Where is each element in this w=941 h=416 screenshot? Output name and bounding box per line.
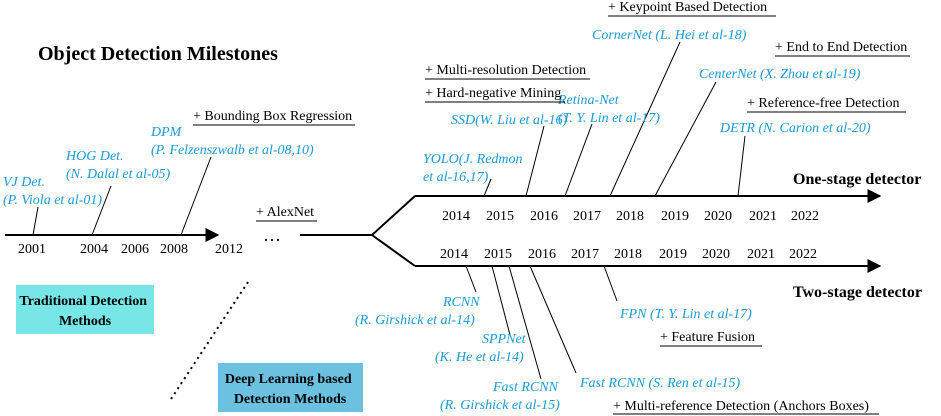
technique-keypoint: + Keypoint Based Detection: [608, 0, 767, 15]
method-vj: VJ Det. (P. Viola et al-01): [3, 175, 102, 208]
method-dpm: DPM (P. Felzenszwalb et al-08,10): [150, 125, 314, 158]
method-ssd: SSD(W. Liu et al-16): [451, 113, 567, 128]
method-cornernet: CornerNet (L. Hei et al-18): [592, 28, 747, 43]
method-centernet: CenterNet (X. Zhou et al-19): [699, 67, 861, 82]
year-label: 2006: [121, 242, 149, 257]
leader-line: [654, 81, 717, 197]
two-stage-label: Two-stage detector: [793, 284, 922, 301]
deep-learning-methods-box: [218, 363, 363, 412]
technique-feature-fusion: + Feature Fusion: [660, 330, 755, 345]
method-fast-rcnn: Fast RCNN (R. Girshick et al-15): [440, 380, 561, 413]
traditional-methods-box: [16, 285, 154, 334]
method-rcnn: RCNN (R. Girshick et al-14): [355, 295, 483, 328]
method-sppnet: SPPNet (K. He et al-14): [435, 332, 529, 365]
ellipsis: …: [263, 225, 281, 245]
two-stage-years: 2014 2015 2016 2017 2018 2019 2020 2021 …: [440, 247, 817, 262]
technique-end-to-end: + End to End Detection: [775, 40, 907, 55]
method-retinanet: Retina-Net (T. Y. Lin et al-17): [557, 93, 660, 126]
fork-branch-lower: [371, 234, 416, 267]
method-fpn: FPN (T. Y. Lin et al-17): [619, 307, 752, 322]
year-label: 2017: [573, 209, 601, 224]
leader-line: [525, 125, 545, 197]
technique-alexnet: + AlexNet: [256, 205, 314, 220]
year-label: 2014: [442, 209, 470, 224]
year-label: 2022: [791, 209, 819, 224]
leader-line: [508, 265, 542, 380]
technique-multi-reference: + Multi-reference Detection (Anchors Box…: [613, 399, 869, 414]
year-label: 2001: [18, 242, 46, 257]
method-detr: DETR (N. Carion et al-20): [719, 121, 871, 136]
leader-line: [32, 206, 39, 236]
year-label: 2018: [616, 209, 644, 224]
year-label: 2021: [747, 247, 775, 262]
year-label: 2014: [440, 247, 468, 262]
technique-bbox-regression: + Bounding Box Regression: [193, 109, 352, 124]
fork-branch-upper: [371, 195, 416, 236]
year-label: 2020: [702, 247, 730, 262]
deep-learning-methods-label: Deep Learning based Detection Methods: [225, 372, 355, 407]
technique-hard-negative: + Hard-negative Mining: [425, 86, 561, 101]
year-label: 2021: [749, 209, 777, 224]
year-label: 2008: [160, 242, 188, 257]
leader-line: [91, 185, 112, 236]
leader-line: [603, 265, 618, 302]
one-stage-years: 2014 2015 2016 2017 2018 2019 2020 2021 …: [442, 209, 819, 224]
leader-line: [491, 265, 511, 336]
page-title: Object Detection Milestones: [38, 43, 278, 65]
method-faster-rcnn: Fast RCNN (S. Ren et al-15): [579, 376, 741, 391]
leader-line: [483, 178, 492, 197]
method-hog: HOG Det. (N. Dalal et al-05): [65, 149, 171, 182]
year-label: 2012: [215, 242, 243, 257]
method-yolo: YOLO(J. Redmon et al-16,17): [423, 152, 526, 185]
year-label: 2015: [484, 247, 512, 262]
year-label: 2022: [789, 247, 817, 262]
year-label: 2016: [530, 209, 558, 224]
year-label: 2020: [704, 209, 732, 224]
leader-line: [465, 265, 477, 293]
leader-line: [609, 41, 681, 197]
year-label: 2016: [528, 247, 556, 262]
leader-line: [180, 156, 212, 236]
one-stage-label: One-stage detector: [793, 171, 921, 188]
year-label: 2017: [571, 247, 599, 262]
year-label: 2018: [614, 247, 642, 262]
technique-reference-free: + Reference-free Detection: [747, 96, 899, 111]
leader-line: [529, 265, 577, 374]
traditional-methods-label: Traditional Detection Methods: [19, 294, 150, 329]
year-label: 2019: [661, 209, 689, 224]
technique-multi-resolution: + Multi-resolution Detection: [425, 63, 586, 78]
year-label: 2015: [486, 209, 514, 224]
year-label: 2004: [80, 242, 108, 257]
leader-line: [564, 123, 593, 197]
year-label: 2019: [659, 247, 687, 262]
leader-line: [737, 135, 746, 197]
